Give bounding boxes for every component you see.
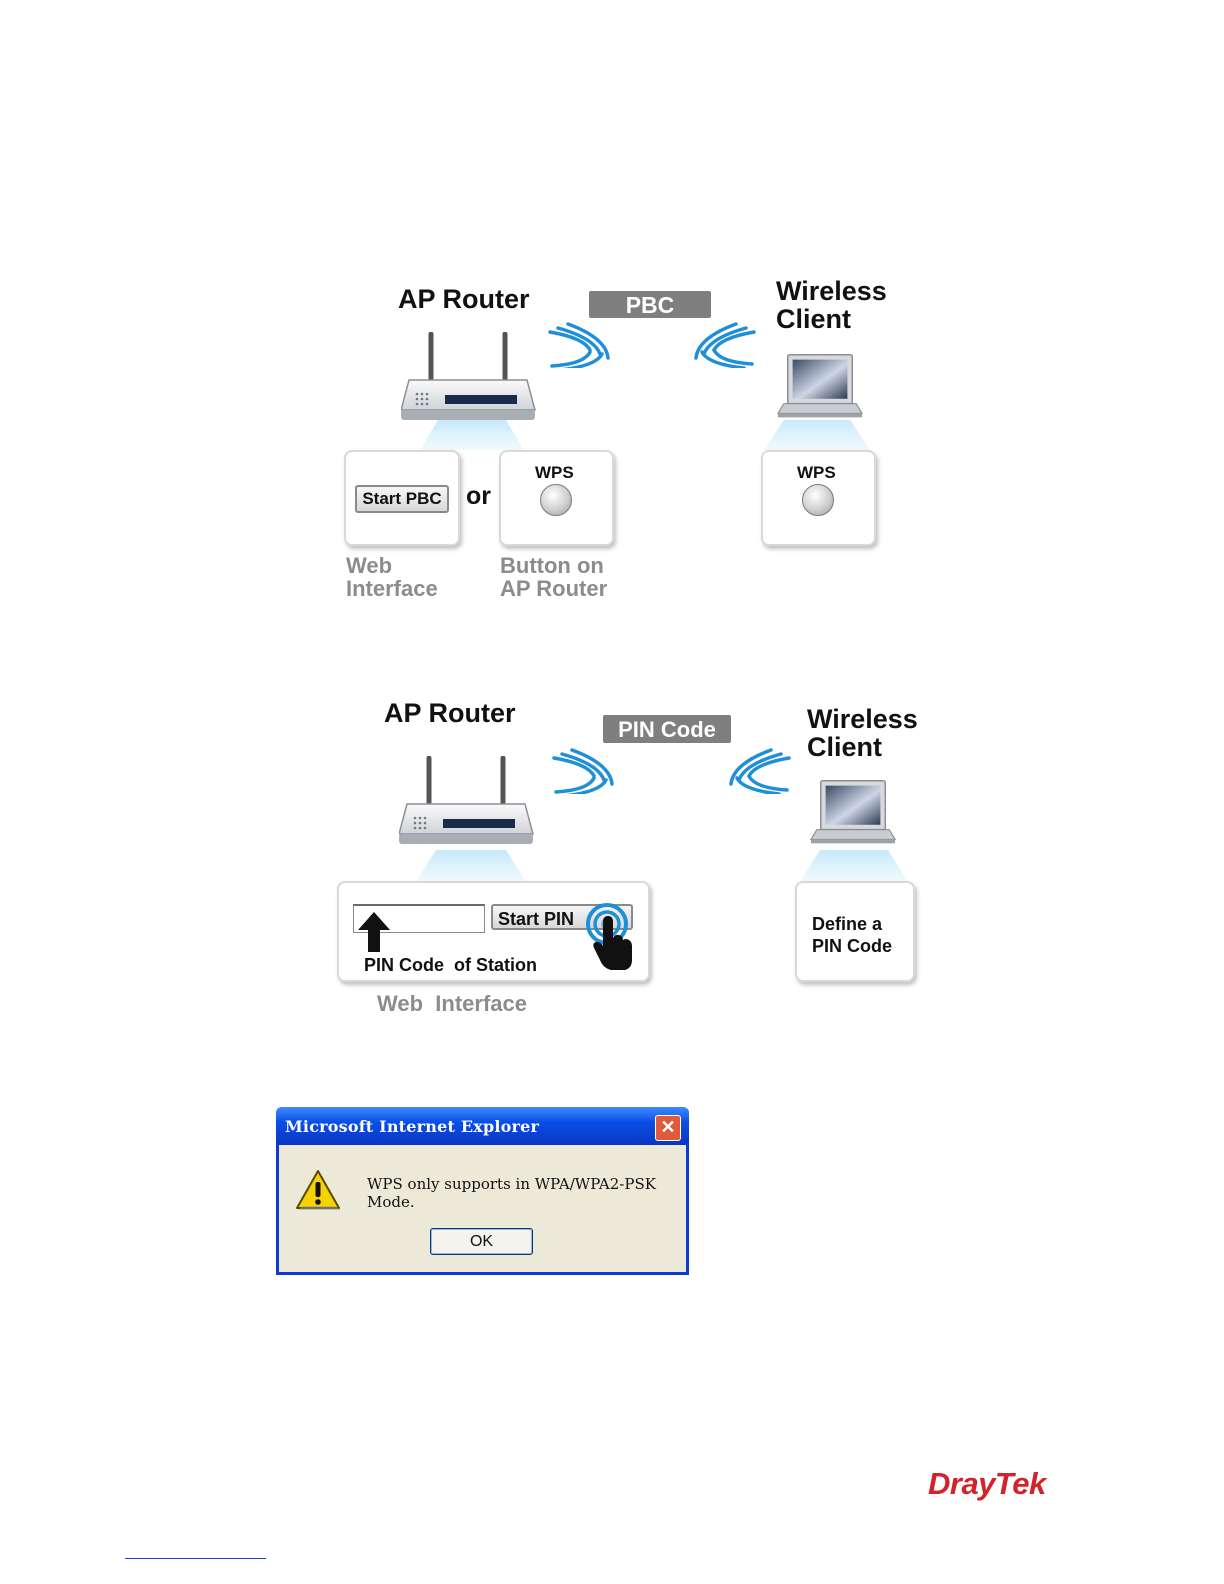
define-pin-line2: PIN Code [812, 936, 892, 957]
or-text: or [466, 482, 491, 511]
wifi-waves-icon [550, 744, 620, 794]
define-pin-line1: Define a [812, 914, 882, 935]
footer-divider [125, 1558, 266, 1559]
pin-method-badge: PIN Code [603, 715, 731, 743]
pin-client-title-line1: Wireless [807, 704, 918, 735]
laptop-icon [776, 354, 866, 422]
pbc-router-title: AP Router [398, 284, 530, 315]
pbc-method-badge: PBC [589, 291, 711, 318]
ok-button[interactable]: OK [430, 1228, 533, 1255]
router-wps-label: WPS [535, 463, 574, 483]
router-icon [399, 756, 539, 848]
laptop-icon [809, 780, 899, 848]
wifi-waves-icon [722, 746, 794, 794]
client-wps-label: WPS [797, 463, 836, 483]
wifi-waves-icon [688, 320, 758, 368]
router-wps-button[interactable] [540, 484, 572, 516]
pbc-client-title-line1: Wireless [776, 276, 887, 307]
caption-button-line2: AP Router [500, 576, 607, 602]
dialog-message: WPS only supports in WPA/WPA2-PSK Mode. [367, 1175, 686, 1211]
dialog-title-bar[interactable]: Microsoft Internet Explorer ✕ [276, 1107, 689, 1145]
caption-web-line2: Interface [346, 576, 438, 602]
client-glow [764, 420, 870, 450]
warning-icon [296, 1169, 340, 1211]
client-glow [800, 850, 908, 882]
alert-dialog: Microsoft Internet Explorer ✕ WPS only s… [276, 1107, 689, 1275]
router-glow [420, 420, 524, 450]
draytek-logo: DrayTek [928, 1466, 1046, 1502]
pin-router-title: AP Router [384, 698, 516, 729]
start-pbc-button[interactable]: Start PBC [355, 485, 449, 513]
arrow-up-icon [358, 912, 390, 952]
hand-pointer-icon [585, 902, 637, 972]
router-icon [401, 332, 541, 424]
pbc-client-title-line2: Client [776, 304, 851, 335]
pin-client-title-line2: Client [807, 732, 882, 763]
dialog-body: WPS only supports in WPA/WPA2-PSK Mode. … [279, 1145, 686, 1272]
close-icon[interactable]: ✕ [655, 1115, 681, 1141]
router-glow [416, 850, 526, 882]
wifi-waves-icon [546, 318, 616, 368]
dialog-title: Microsoft Internet Explorer [285, 1117, 539, 1136]
client-wps-button[interactable] [802, 484, 834, 516]
pin-code-label: PIN Code of Station [364, 955, 537, 976]
pin-caption-web: Web Interface [377, 991, 527, 1017]
